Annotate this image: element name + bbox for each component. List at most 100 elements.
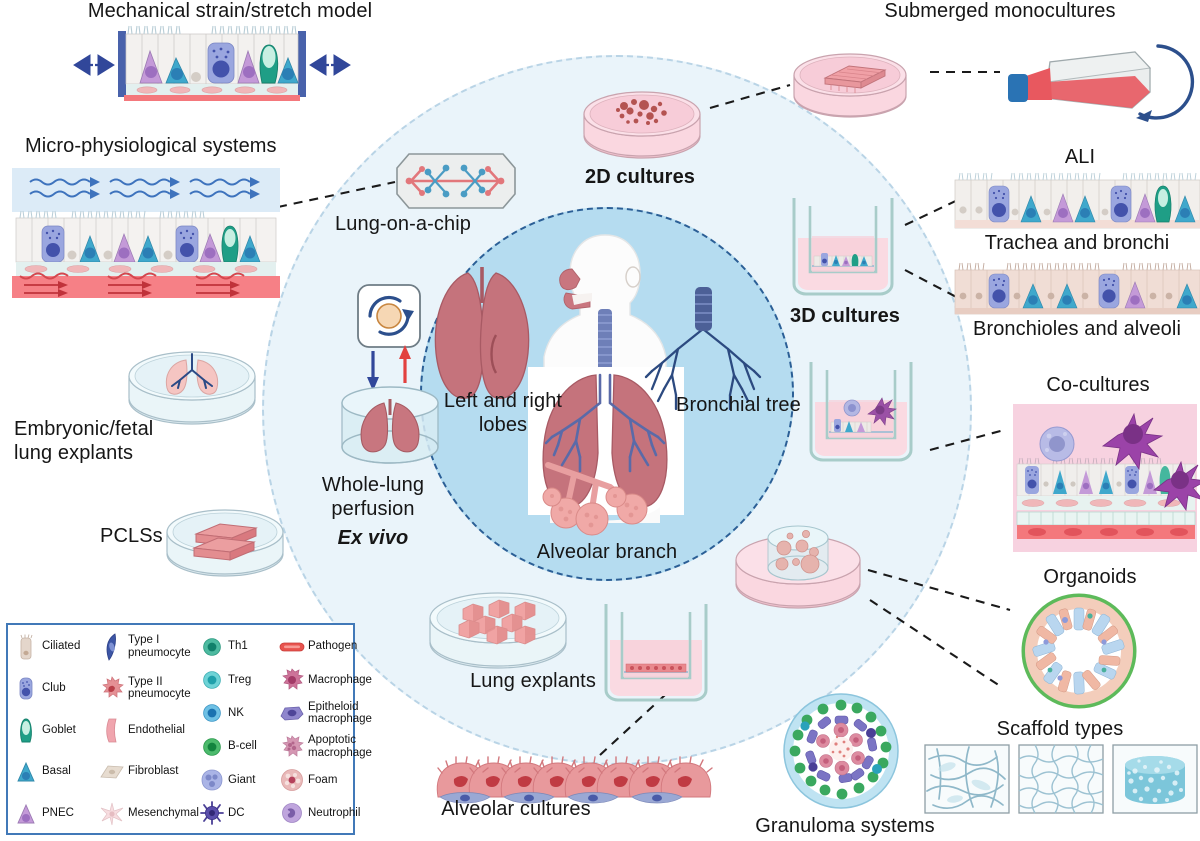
legend-label: Apoptotic macrophage (308, 734, 372, 759)
label-trachea-and-bronchi: Trachea and bronchi (984, 232, 1170, 254)
label-3d-cultures: 3D cultures (789, 305, 901, 327)
legend-item-b-cell: B-cell (200, 731, 280, 762)
label-granuloma-systems: Granuloma systems (755, 815, 935, 837)
embryonic-fetal-dish-illustration (128, 351, 256, 425)
legend-item-foam: Foam (280, 765, 363, 796)
legend-item-dc: DC (200, 798, 280, 829)
three-d-cultures-transwell-illustration (792, 198, 894, 296)
legend-label: NK (228, 706, 244, 719)
legend-label: Fibroblast (128, 765, 179, 778)
pnec-cell-icon (14, 800, 38, 828)
label-bronchial-tree: Bronchial tree (676, 394, 801, 416)
basal-cell-icon (14, 758, 38, 786)
legend-column-epithelial: Ciliated Club Goblet (14, 631, 100, 829)
treg-cell-icon (200, 666, 224, 694)
label-lung-on-a-chip: Lung-on-a-chip (335, 213, 471, 235)
alveolar-cultures-illustration (436, 756, 713, 804)
legend-item-type-i-pneumocyte: Type I pneumocyte (100, 631, 200, 662)
club-cell-icon (14, 674, 38, 702)
submerged-monoculture-dish-illustration (793, 53, 907, 118)
legend-item-mesenchymal: Mesenchymal (100, 798, 200, 829)
culture-flask-illustration (1008, 44, 1195, 122)
b-cell-icon (200, 733, 224, 761)
legend-label: Goblet (42, 723, 76, 736)
co-culture-transwell-illustration (809, 362, 913, 462)
label-bronchioles-and-alveoli: Bronchioles and alveoli (973, 318, 1181, 340)
legend-item-epitheloid-macrophage: Epitheloid macrophage (280, 698, 372, 729)
mesenchymal-cell-icon (100, 800, 124, 828)
legend-item-macrophage: Macrophage (280, 664, 372, 695)
legend-label: Pathogen (308, 640, 358, 653)
lung-on-a-chip-illustration (396, 153, 516, 209)
bronchioles-alveoli-illustration (954, 262, 1200, 315)
legend-label: B-cell (228, 740, 257, 753)
legend-item-pathogen: Pathogen (279, 631, 363, 662)
two-d-cultures-dish-illustration (583, 91, 701, 159)
scaffold-types-illustration (924, 744, 1198, 814)
legend-item-type-ii-pneumocyte: Type II pneumocyte (100, 673, 200, 704)
lung-explants-dish-illustration (429, 592, 567, 669)
label-ex-vivo: Ex vivo (337, 527, 409, 549)
legend-column-structural: Type I pneumocyte Type II pneumocyte End… (100, 631, 200, 829)
legend-item-giant: Giant (200, 765, 280, 796)
dendritic-cell-icon (200, 799, 224, 827)
legend-item-endothelial: Endothelial (100, 715, 200, 746)
alveolar-transwell-illustration (604, 604, 708, 702)
label-organoids: Organoids (1043, 566, 1137, 588)
endothelial-cell-icon (100, 716, 124, 744)
legend-item-th1: Th1 (200, 631, 280, 662)
legend-label: Treg (228, 673, 252, 686)
legend-item-neutrophil: Neutrophil (280, 798, 363, 829)
label-lung-explants: Lung explants (470, 670, 596, 692)
legend-label: Ciliated (42, 640, 81, 653)
legend-label: Mesenchymal (128, 807, 199, 820)
label-micro-physiological: Micro-physiological systems (25, 135, 277, 157)
mechanical-strain-illustration (73, 25, 351, 101)
foam-cell-icon (280, 766, 304, 794)
goblet-cell-icon (14, 716, 38, 744)
label-mechanical-strain: Mechanical strain/stretch model (87, 0, 373, 22)
label-co-cultures: Co-cultures (1046, 374, 1150, 396)
legend-label: Giant (228, 773, 256, 786)
legend-label: Club (42, 681, 66, 694)
macrophage-icon (280, 666, 304, 694)
organoid-dish-illustration (735, 525, 861, 609)
legend-box: Ciliated Club Goblet (6, 623, 372, 835)
legend-label: Epitheloid macrophage (308, 700, 372, 726)
nk-cell-icon (200, 699, 224, 727)
organoid-ring-illustration (1021, 593, 1137, 709)
legend-label: Type I pneumocyte (128, 633, 191, 659)
legend-item-ciliated: Ciliated (14, 631, 100, 662)
type-ii-pneumocyte-icon (100, 674, 124, 702)
pcls-dish-illustration (166, 509, 284, 577)
legend-label: DC (228, 807, 245, 820)
legend-item-basal: Basal (14, 756, 100, 787)
giant-cell-icon (200, 766, 224, 794)
legend-item-pnec: PNEC (14, 798, 100, 829)
neutrophil-icon (280, 799, 304, 827)
legend-item-nk: NK (200, 698, 280, 729)
legend-column-immune: Th1 Treg NK (200, 631, 280, 829)
type-i-pneumocyte-icon (100, 632, 124, 661)
legend-label: PNEC (42, 807, 74, 820)
legend-label: Type II pneumocyte (128, 675, 191, 701)
co-cultures-illustration (1013, 404, 1200, 552)
legend-item-treg: Treg (200, 664, 280, 695)
label-2d-cultures: 2D cultures (584, 166, 696, 188)
legend-item-apoptotic-macrophage: Apoptotic macrophage (280, 731, 372, 762)
legend-item-goblet: Goblet (14, 715, 100, 746)
label-left-and-right-lobes: Left and right lobes (443, 390, 563, 436)
granuloma-systems-illustration (783, 693, 899, 809)
label-submerged-monocultures: Submerged monocultures (884, 0, 1116, 22)
label-pclss: PCLSs (100, 525, 163, 547)
label-scaffold-types: Scaffold types (996, 718, 1124, 740)
legend-label: Neutrophil (308, 807, 361, 820)
central-anatomy-illustration (434, 234, 762, 536)
apoptotic-macrophage-icon (280, 733, 304, 761)
legend-item-fibroblast: Fibroblast (100, 756, 200, 787)
fibroblast-icon (100, 758, 124, 786)
whole-lung-perfusion-illustration (341, 284, 439, 464)
legend-label: Basal (42, 765, 71, 778)
th1-cell-icon (200, 633, 224, 661)
